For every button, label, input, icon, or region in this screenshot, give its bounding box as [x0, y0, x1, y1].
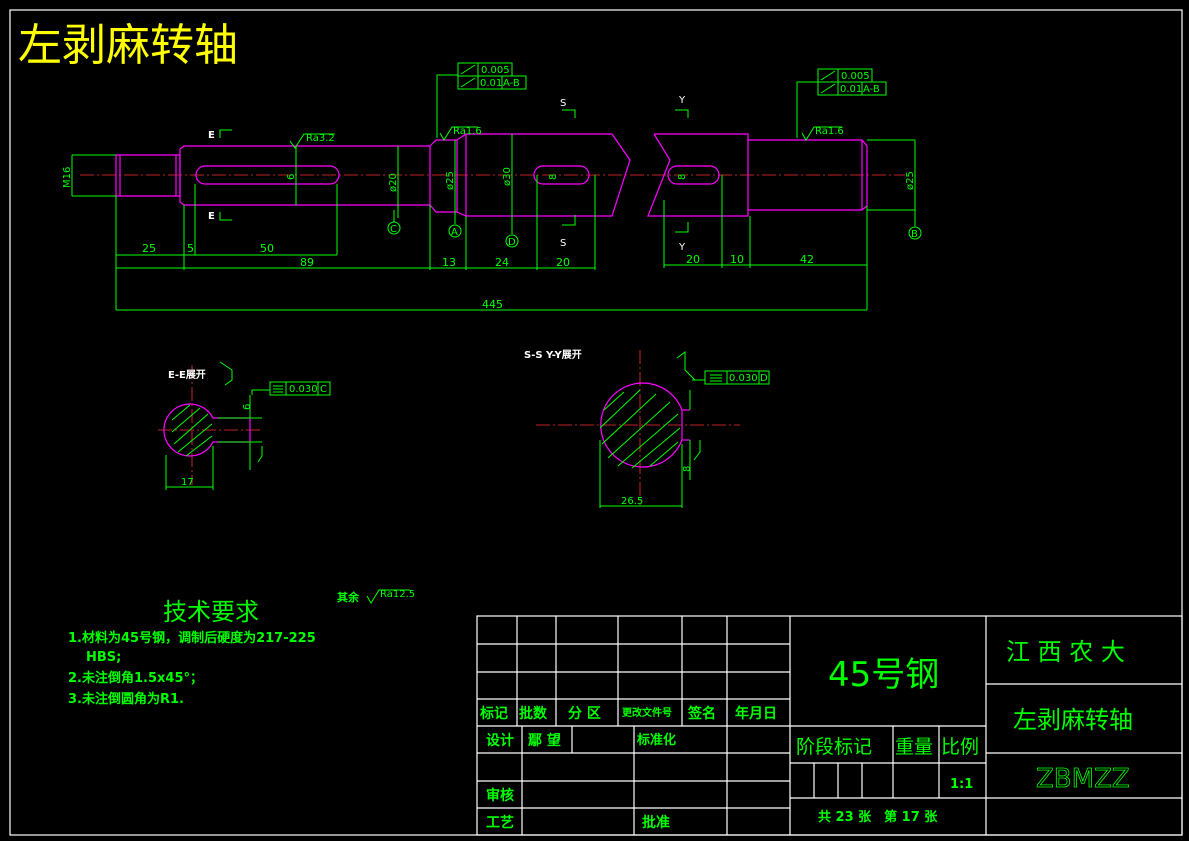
scale-value: 1:1 — [950, 777, 973, 792]
dim-89: 89 — [300, 256, 314, 269]
label-check: 审核 — [486, 787, 514, 804]
label-stage: 阶段标记 — [796, 736, 872, 758]
bearing-seat-right — [748, 139, 868, 211]
tech-line-1b: HBS; — [86, 650, 121, 665]
dim-6: 6 — [242, 404, 253, 410]
designer-name: 鄢 望 — [528, 732, 561, 749]
gdt-left-reference: A-B — [503, 78, 520, 89]
gdt-sym-sy-ref: D — [760, 373, 768, 384]
dim-m16: M16 — [62, 167, 73, 188]
gdt-right-runout: 0.005 — [841, 71, 870, 82]
part-name: 左剥麻转轴 — [1013, 706, 1133, 734]
section-ee-view — [158, 361, 331, 490]
right-shaft-section — [647, 133, 749, 217]
header-zone: 分 区 — [568, 706, 601, 722]
dim-25: 25 — [142, 242, 156, 255]
dim-phi20: ø20 — [388, 173, 399, 192]
label-scale: 比例 — [941, 736, 979, 758]
dim-20-left: 20 — [556, 256, 570, 269]
section-e-bottom: E — [208, 211, 215, 222]
gdt-right-reference: A-B — [863, 84, 880, 95]
dim-5: 5 — [187, 242, 194, 255]
roughness-ra32: Ra3.2 — [306, 133, 335, 144]
bearing-seat-left — [429, 139, 458, 213]
dim-phi30: ø30 — [502, 167, 513, 186]
dim-50: 50 — [260, 242, 274, 255]
keyway-slot — [195, 165, 340, 185]
material-value: 45号钢 — [828, 655, 939, 695]
roughness-ra16-left: Ra1.6 — [453, 126, 482, 137]
header-sign: 签名 — [687, 705, 716, 722]
dim-42: 42 — [800, 253, 814, 266]
roughness-ra16-right: Ra1.6 — [815, 126, 844, 137]
dim-445: 445 — [482, 298, 503, 311]
dim-phi25-right: ø25 — [905, 171, 916, 190]
gdt-frame-right — [796, 68, 887, 138]
section-s-top: S — [560, 98, 566, 109]
tech-line-2: 2.未注倒角1.5x45°； — [68, 670, 203, 686]
dim-slot-8-y: 8 — [677, 174, 688, 180]
slot-s — [533, 165, 590, 185]
section-s-bottom: S — [560, 238, 566, 249]
drawing-code: ZBMZZ — [1036, 764, 1130, 794]
dim-13: 13 — [442, 256, 456, 269]
sheet-count: 共 23 张 第 17 张 — [818, 809, 938, 825]
label-design: 设计 — [486, 732, 514, 749]
datum-markers — [387, 210, 922, 248]
label-standard: 标准化 — [636, 732, 676, 748]
section-y-top: Y — [678, 95, 686, 106]
dim-26-5: 26.5 — [621, 496, 643, 507]
section-markers — [219, 109, 689, 233]
roughness-other-label: 其余 — [337, 590, 360, 604]
dim-8: 8 — [682, 466, 693, 472]
header-count: 批数 — [519, 705, 548, 722]
tech-line-1: 1.材料为45号钢，调制后硬度为217-225 — [68, 630, 316, 646]
dim-slot-8-s: 8 — [548, 174, 559, 180]
section-y-bottom: Y — [678, 242, 686, 253]
gdt-left-circular: 0.01 — [480, 78, 502, 89]
shaft-main-view — [80, 133, 905, 217]
slot-y — [667, 165, 720, 185]
view-ssyy-label: S-S Y-Y展开 — [524, 349, 582, 361]
gdt-left-runout: 0.005 — [481, 65, 510, 76]
gdt-sym-e-ref: C — [320, 384, 327, 395]
thread-section — [115, 154, 181, 197]
label-process: 工艺 — [486, 814, 514, 831]
dim-10: 10 — [730, 253, 744, 266]
roughness-symbols — [289, 126, 842, 604]
gdt-right-circular: 0.01 — [840, 84, 862, 95]
dim-phi25-left: ø25 — [445, 171, 456, 190]
tech-heading: 技术要求 — [163, 598, 259, 626]
dim-key-6: 6 — [286, 174, 297, 180]
header-mark: 标记 — [479, 705, 508, 722]
view-ee-label: E-E展开 — [168, 369, 206, 381]
dim-20-right: 20 — [686, 253, 700, 266]
section-e-top: E — [208, 130, 215, 141]
gdt-sym-sy: 0.030 — [729, 373, 758, 384]
drawing-title: 左剥麻转轴 — [18, 20, 238, 71]
datum-b: B — [911, 229, 918, 240]
datum-a: A — [451, 227, 458, 238]
dimension-lines — [71, 134, 916, 311]
header-doc: 更改文件号 — [622, 706, 672, 719]
dim-24: 24 — [495, 256, 509, 269]
header-date: 年月日 — [735, 705, 777, 722]
dim-17: 17 — [181, 477, 194, 488]
gdt-frame-left — [436, 62, 527, 138]
section-ssyy-view — [536, 350, 770, 508]
datum-d: D — [508, 237, 516, 248]
label-approve: 批准 — [642, 814, 670, 831]
label-weight: 重量 — [895, 736, 933, 758]
tech-line-3: 3.未注倒圆角为R1. — [68, 691, 184, 707]
gdt-sym-e: 0.030 — [289, 384, 318, 395]
datum-c: C — [390, 224, 397, 235]
roughness-ra125: Ra12.5 — [380, 589, 415, 600]
title-block — [476, 615, 1183, 836]
school-name: 江 西 农 大 — [1006, 638, 1125, 666]
